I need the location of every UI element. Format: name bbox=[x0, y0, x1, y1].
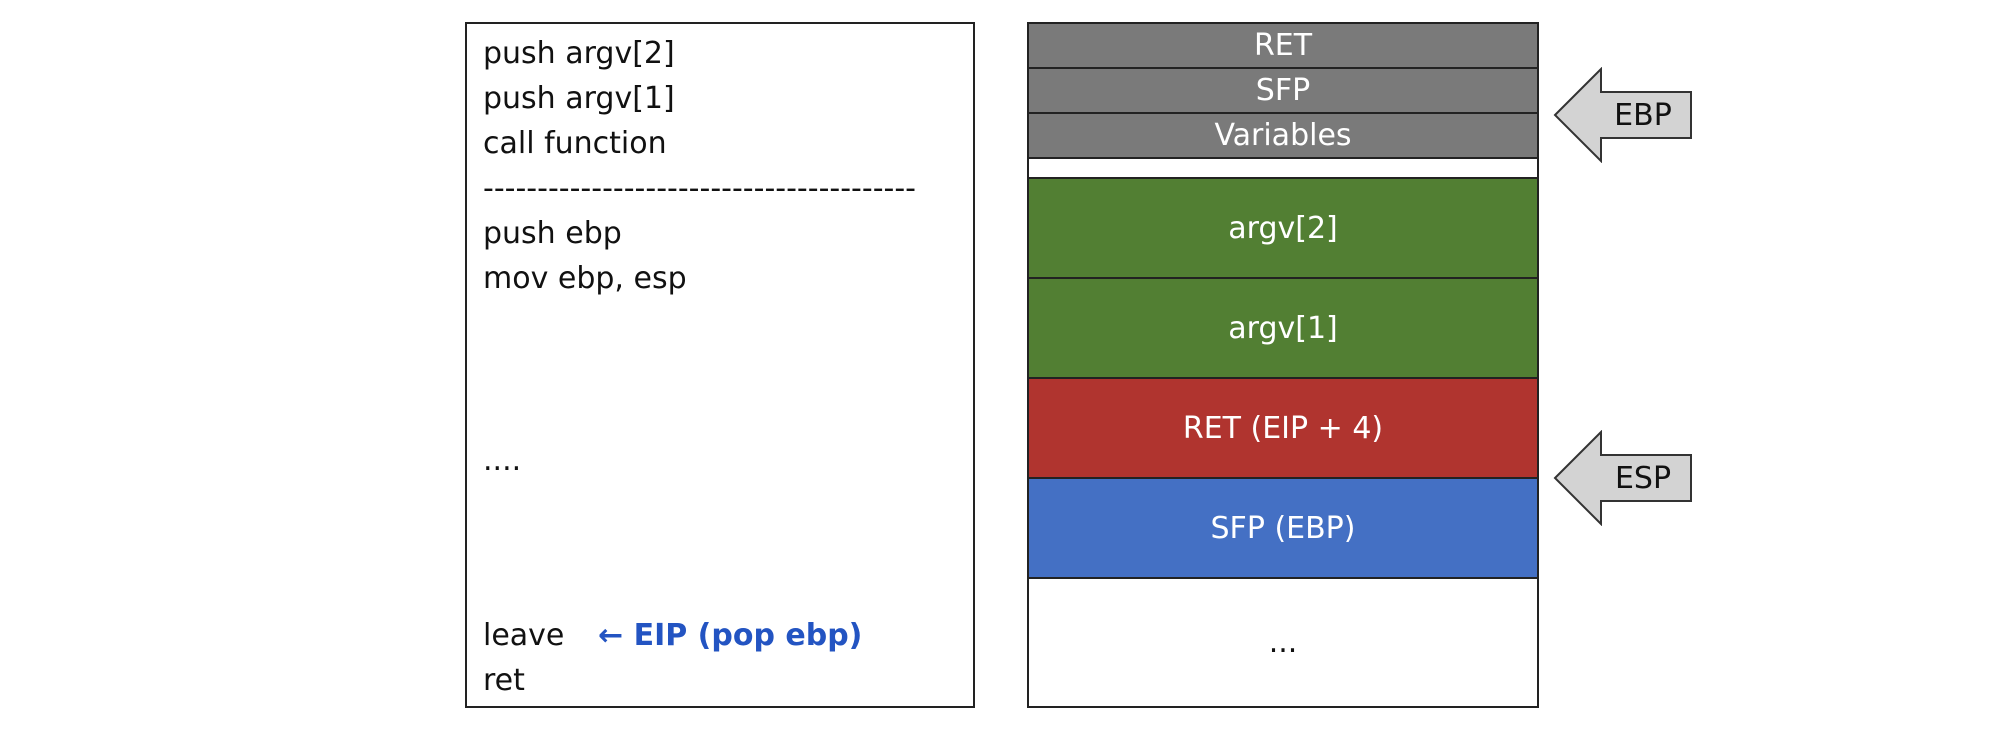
stack-cell-ret: RET bbox=[1029, 24, 1537, 69]
stack-cell-saved-frame-pointer: SFP (EBP) bbox=[1029, 479, 1537, 579]
code-line-ellipsis: .... bbox=[483, 443, 522, 478]
code-line-call-function: call function bbox=[483, 126, 667, 161]
esp-label: ESP bbox=[1614, 460, 1672, 496]
code-line-push-argv1: push argv[1] bbox=[483, 81, 675, 116]
stack-cell-argv2: argv[2] bbox=[1029, 179, 1537, 279]
stack-cell-argv1: argv[1] bbox=[1029, 279, 1537, 379]
ebp-label: EBP bbox=[1614, 97, 1672, 133]
code-line-ret: ret bbox=[483, 663, 525, 698]
stack-cell-ellipsis: ... bbox=[1029, 579, 1537, 706]
assembly-code-panel: push argv[2] push argv[1] call function … bbox=[465, 22, 975, 708]
left-arrow-icon bbox=[1553, 67, 1692, 163]
stack-cell-gap bbox=[1029, 159, 1537, 179]
code-line-push-argv2: push argv[2] bbox=[483, 36, 675, 71]
code-separator: ---------------------------------------- bbox=[483, 171, 917, 206]
left-arrow-icon bbox=[1553, 430, 1692, 526]
code-line-push-ebp: push ebp bbox=[483, 216, 622, 251]
code-line-leave: leave bbox=[483, 618, 565, 653]
ebp-pointer: EBP bbox=[1553, 67, 1693, 163]
stack-cell-sfp: SFP bbox=[1029, 69, 1537, 114]
code-line-mov-ebp-esp: mov ebp, esp bbox=[483, 261, 687, 296]
stack-diagram: RET SFP Variables argv[2] argv[1] RET (E… bbox=[1027, 22, 1539, 708]
stack-cell-return-address: RET (EIP + 4) bbox=[1029, 379, 1537, 479]
stack-cell-variables: Variables bbox=[1029, 114, 1537, 159]
eip-annotation: ← EIP (pop ebp) bbox=[598, 618, 863, 653]
esp-pointer: ESP bbox=[1553, 430, 1693, 526]
